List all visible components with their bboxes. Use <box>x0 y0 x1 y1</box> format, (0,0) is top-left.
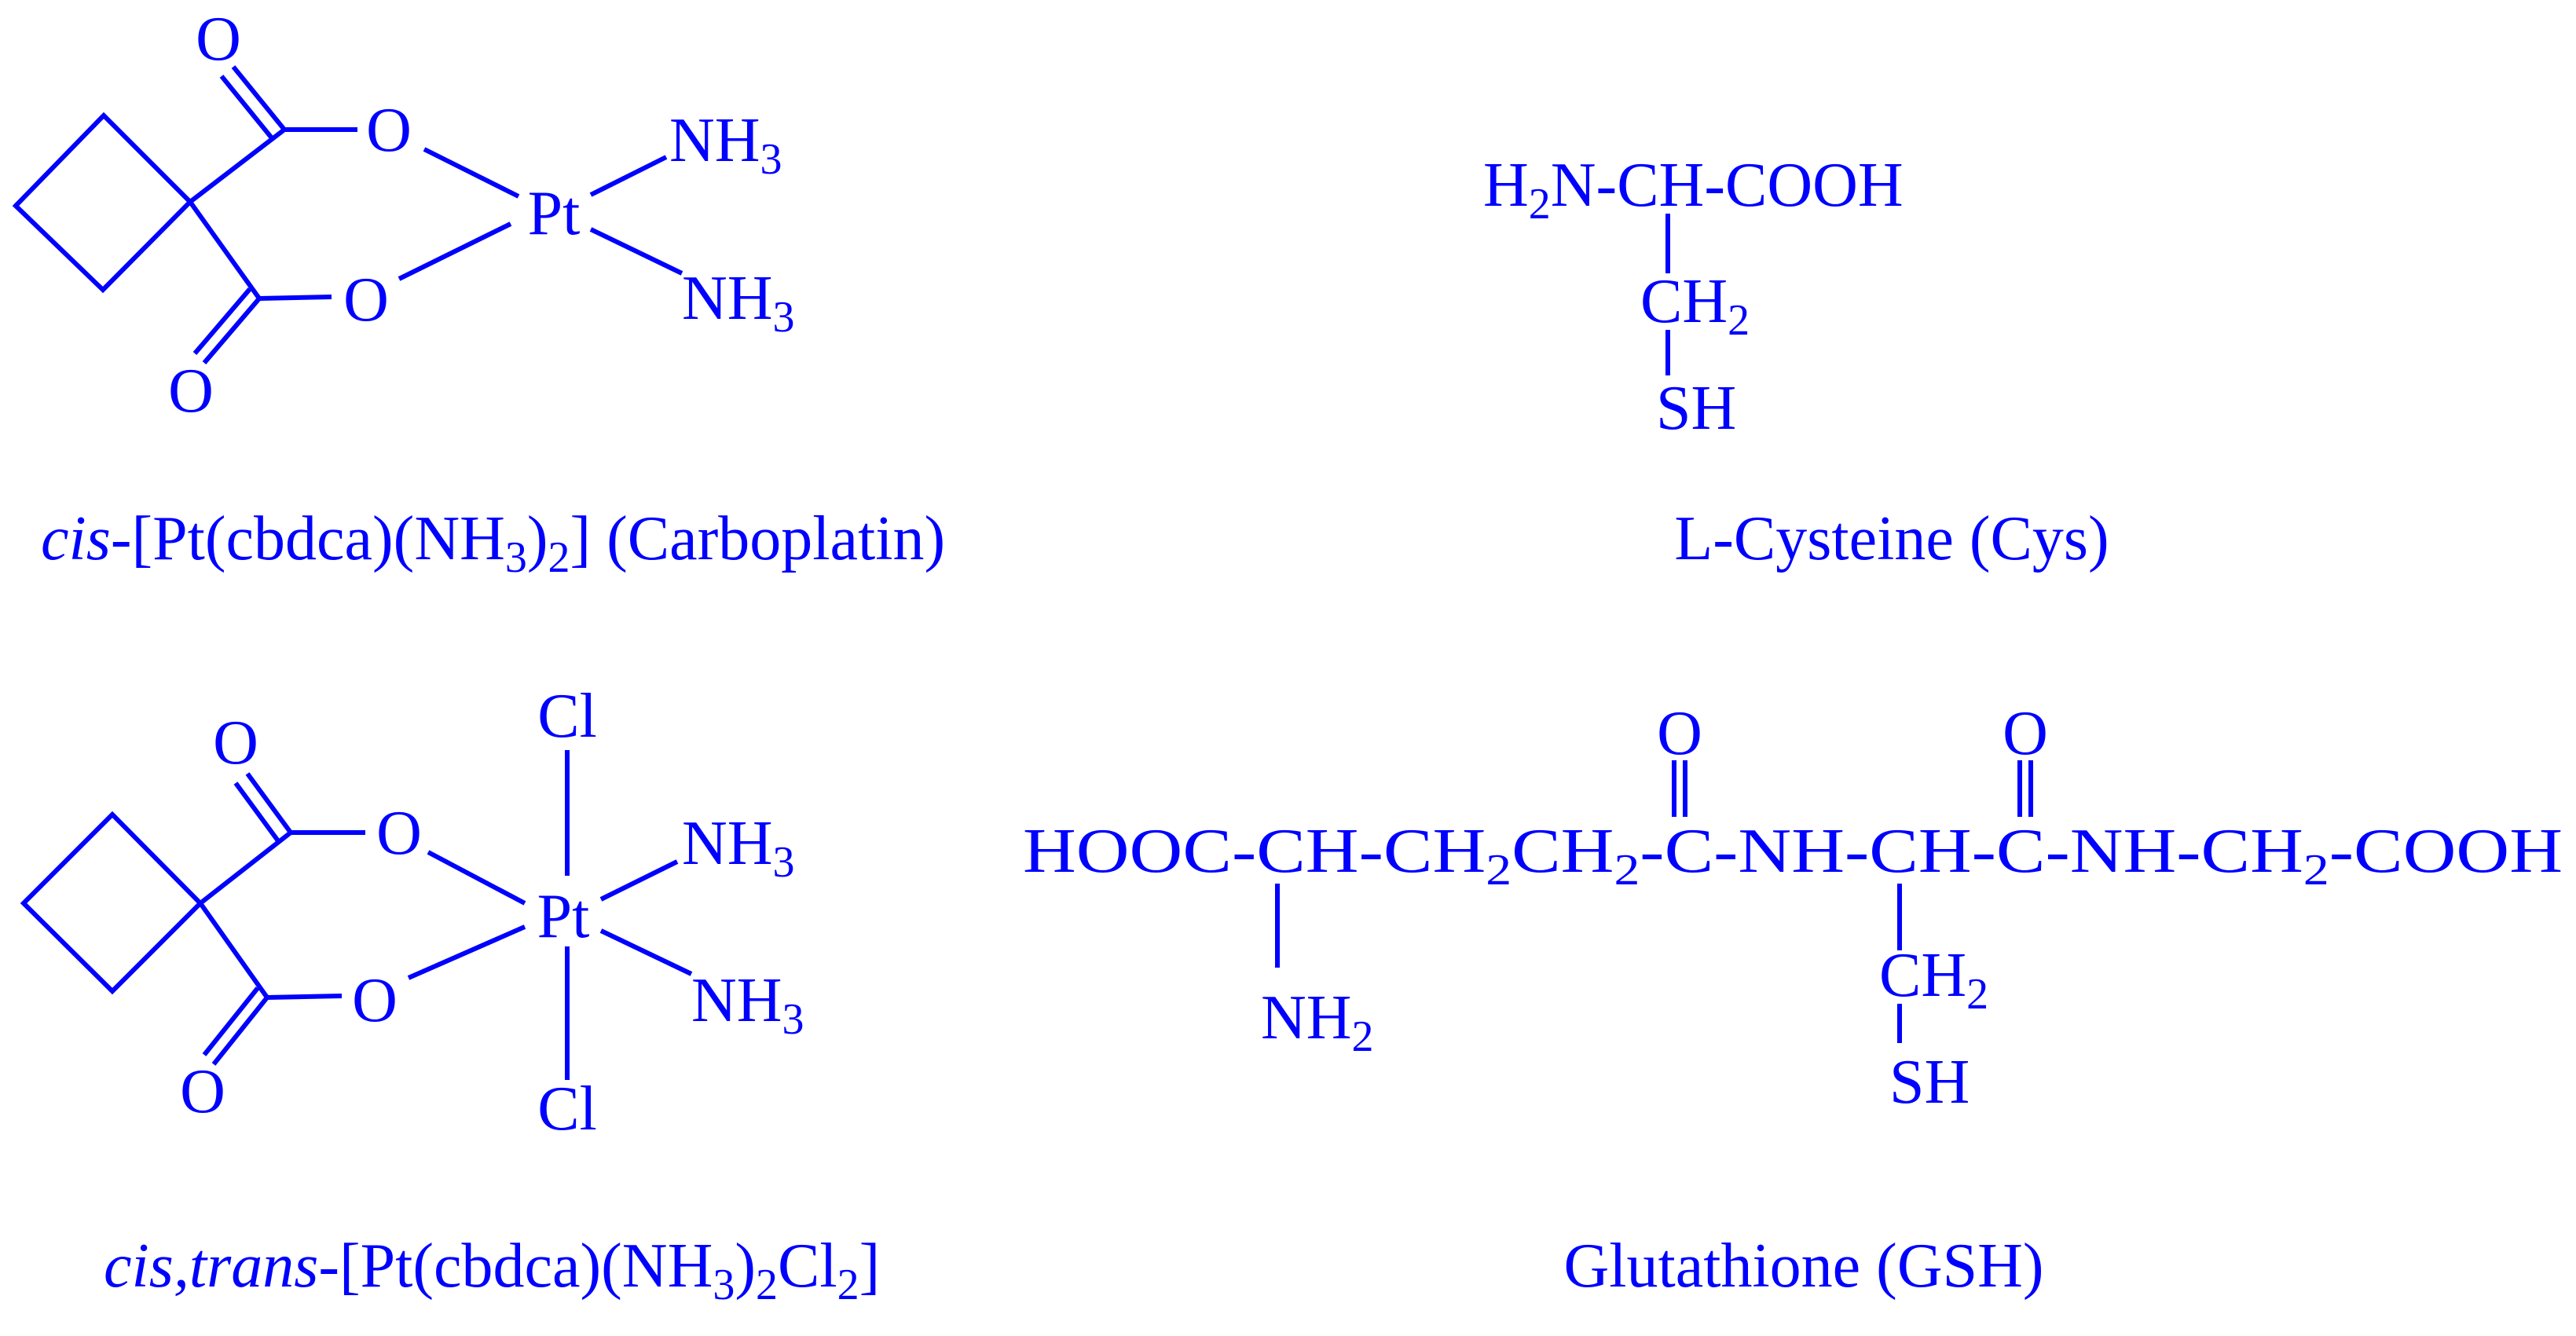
glutathione-amino: NH2 <box>1261 983 1374 1061</box>
carboplatin-ester-oxygen-top: O <box>366 96 412 165</box>
carboplatin-ester-oxygen-bottom: O <box>343 265 389 335</box>
ptiv-double-bond-bottom-b <box>202 986 260 1056</box>
ptiv-bond-ring-c1 <box>199 830 292 906</box>
carboplatin-platinum: Pt <box>528 179 581 248</box>
ptiv-bond-pt-nh3-top <box>599 859 679 902</box>
carboplatin-carbonyl-oxygen-bottom: O <box>168 357 214 426</box>
ptiv-complex-structure: Cl O O Pt NH3 NH3 O O Cl cis,trans-[Pt(c… <box>20 682 880 1309</box>
carboplatin-double-bond-bottom-a <box>202 297 262 364</box>
ptiv-ammine-top: NH3 <box>682 809 795 887</box>
ptiv-bond-o-pt-top <box>427 850 526 906</box>
glutathione-caption: Glutathione (GSH) <box>1563 1232 2043 1301</box>
ptiv-ester-oxygen-bottom: O <box>352 966 398 1035</box>
cysteine-structure: H2N-CH-COOH CH2 SH L-Cysteine (Cys) <box>1483 151 2109 573</box>
ptiv-cyclobutane-ring <box>20 811 204 995</box>
ptiv-chloride-top: Cl <box>537 682 597 751</box>
glutathione-methylene: CH2 <box>1879 941 1988 1019</box>
carboplatin-double-bond-bottom-b <box>192 287 252 355</box>
ptiv-double-bond-top-b <box>233 781 281 844</box>
carboplatin-bond-pt-nh3-top <box>589 155 668 197</box>
ptiv-bond-o-pt-bottom <box>407 924 526 980</box>
carboplatin-bond-ring-c2 <box>188 200 262 300</box>
carboplatin-double-bond-top-b <box>219 75 275 141</box>
ptiv-carbonyl-oxygen-bottom: O <box>180 1057 225 1126</box>
ptiv-bond-pt-nh3-bottom <box>599 928 693 976</box>
cysteine-caption: L-Cysteine (Cys) <box>1674 504 2109 573</box>
carboplatin-carbonyl-oxygen-top: O <box>196 5 241 74</box>
cysteine-main-chain: H2N-CH-COOH <box>1483 151 1904 229</box>
carboplatin-ammine-bottom: NH3 <box>682 264 795 342</box>
carboplatin-bond-o-pt-bottom <box>398 221 512 281</box>
ptiv-ammine-bottom: NH3 <box>691 966 804 1044</box>
ptiv-double-bond-top-a <box>245 772 293 834</box>
ptiv-ester-oxygen-top: O <box>376 799 422 868</box>
carboplatin-bond-ring-c1 <box>189 127 286 204</box>
glutathione-carbonyl-oxygen-right: O <box>2003 699 2048 768</box>
ptiv-bond-c2-o <box>266 994 343 1000</box>
ptiv-caption: cis,trans-[Pt(cbdca)(NH3)2Cl2] <box>104 1232 880 1309</box>
ptiv-double-bond-bottom-a <box>211 996 269 1066</box>
carboplatin-bond-pt-nh3-bottom <box>589 227 683 276</box>
carboplatin-bond-c2-o <box>258 295 332 301</box>
ptiv-platinum: Pt <box>537 882 590 951</box>
ptiv-chloride-bottom: Cl <box>537 1074 597 1144</box>
carboplatin-caption: cis-[Pt(cbdca)(NH3)2] (Carboplatin) <box>41 504 945 582</box>
carboplatin-cyclobutane-ring <box>12 112 194 294</box>
cysteine-methylene: CH2 <box>1640 267 1750 345</box>
carboplatin-ammine-top: NH3 <box>669 106 782 184</box>
carboplatin-bond-o-pt-top <box>423 147 520 199</box>
cysteine-thiol: SH <box>1656 374 1736 443</box>
carboplatin-double-bond-top-a <box>231 65 287 131</box>
glutathione-carbonyl-oxygen-left: O <box>1657 699 1702 768</box>
glutathione-thiol: SH <box>1889 1048 1970 1117</box>
ptiv-carbonyl-oxygen-top: O <box>213 708 258 778</box>
carboplatin-structure: O O Pt NH3 NH3 O O cis-[Pt(cbdca)(NH3)2]… <box>12 5 945 582</box>
ptiv-bond-ring-c2 <box>198 902 269 999</box>
